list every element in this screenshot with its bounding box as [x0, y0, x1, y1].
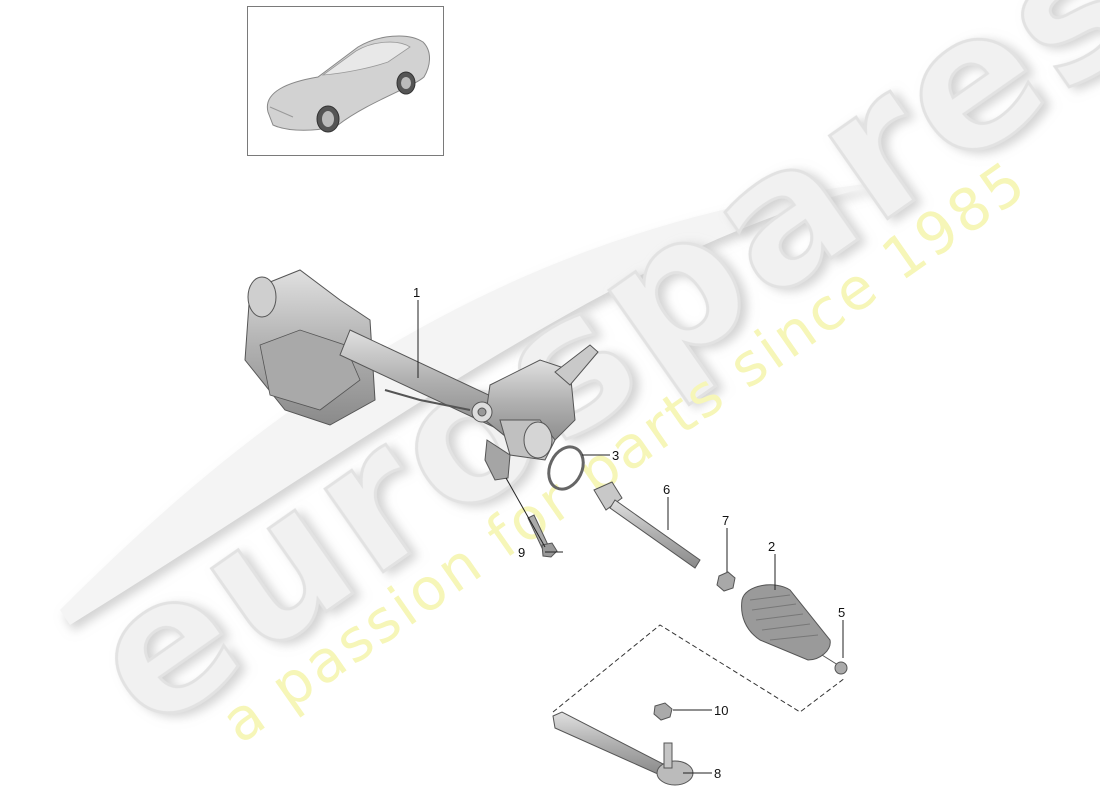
callout-10[interactable]: 10 — [714, 703, 729, 718]
callout-2[interactable]: 2 — [768, 539, 776, 554]
part-steering-rack[interactable] — [244, 269, 599, 481]
callout-7[interactable]: 7 — [722, 513, 730, 528]
callout-5[interactable]: 5 — [838, 605, 846, 620]
part-o-ring[interactable] — [542, 441, 590, 494]
callout-3[interactable]: 3 — [612, 448, 620, 463]
callout-9[interactable]: 9 — [518, 545, 526, 560]
callout-6[interactable]: 6 — [663, 482, 671, 497]
vehicle-thumbnail — [247, 6, 444, 156]
callout-8[interactable]: 8 — [714, 766, 722, 781]
part-nut-10[interactable] — [653, 702, 673, 721]
part-bolt[interactable] — [527, 514, 558, 558]
part-clamp[interactable] — [821, 654, 848, 675]
part-tie-rod-end[interactable] — [552, 711, 694, 786]
callout-1[interactable]: 1 — [413, 285, 421, 300]
car-icon — [266, 35, 430, 133]
assembly-bracket-line — [552, 624, 846, 713]
part-tie-rod[interactable] — [593, 481, 701, 569]
leader-lines — [417, 300, 844, 774]
part-boot[interactable] — [741, 584, 831, 661]
part-nut-7[interactable] — [716, 571, 736, 592]
